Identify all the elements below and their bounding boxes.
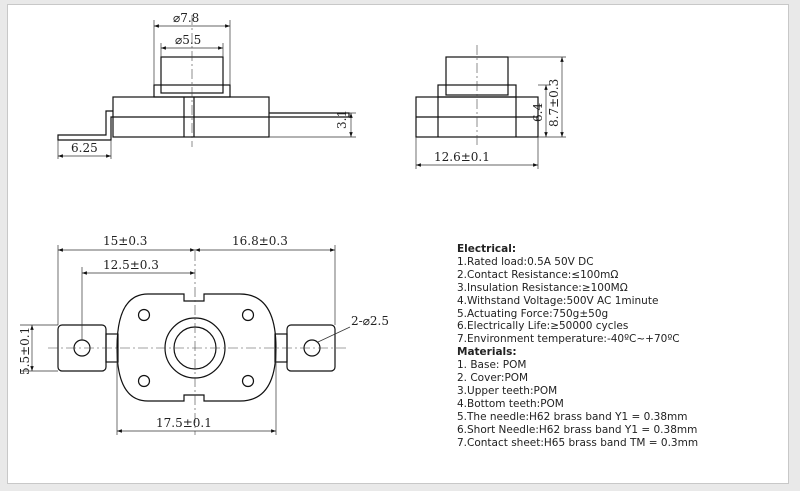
front-view bbox=[57, 15, 350, 147]
material-item: 7.Contact sheet:H65 brass band TM = 0.3m… bbox=[457, 436, 699, 449]
mount-hole-2 bbox=[241, 308, 255, 322]
dim-half-inner: 12.5±0.3 bbox=[103, 258, 159, 272]
electrical-item: 4.Withstand Voltage:500V AC 1minute bbox=[457, 294, 659, 307]
electrical-item: 2.Contact Resistance:≤100mΩ bbox=[457, 268, 619, 281]
dim-inner-dia: ⌀5.5 bbox=[175, 33, 201, 47]
electrical-heading: Electrical: bbox=[457, 243, 517, 255]
dim-base-height: 3.1 bbox=[335, 110, 349, 129]
top-view-dimensions: 15±0.3 16.8±0.3 12.5±0.3 5.5±0.1 17.5±0.… bbox=[18, 234, 389, 435]
material-item: 6.Short Needle:H62 brass band Y1 = 0.38m… bbox=[457, 423, 698, 436]
dim-total-height: 8.7±0.3 bbox=[547, 79, 561, 127]
material-item: 1. Base: POM bbox=[457, 359, 527, 372]
front-view-dimensions: ⌀7.8 ⌀5.5 6.25 3.1 bbox=[57, 11, 356, 159]
electrical-item: 6.Electrically Life:≥50000 cycles bbox=[457, 320, 629, 333]
top-view bbox=[48, 251, 348, 435]
dim-body-height: 6.4 bbox=[531, 103, 545, 122]
dim-lead-length: 6.25 bbox=[71, 141, 98, 155]
side-view-dimensions: 12.6±0.1 6.4 8.7±0.3 bbox=[415, 56, 566, 169]
base-outline bbox=[116, 293, 277, 402]
drawing-sheet: ⌀7.8 ⌀5.5 6.25 3.1 12.6±0.1 6.4 8.7 bbox=[7, 4, 789, 484]
side-view bbox=[415, 45, 539, 147]
technical-drawing: ⌀7.8 ⌀5.5 6.25 3.1 12.6±0.1 6.4 8.7 bbox=[18, 11, 566, 435]
mount-hole-4 bbox=[241, 374, 255, 388]
electrical-item: 5.Actuating Force:750g±50g bbox=[457, 307, 609, 320]
dim-side-width: 12.6±0.1 bbox=[434, 150, 490, 164]
dim-half-left: 15±0.3 bbox=[103, 234, 147, 248]
mount-hole-3 bbox=[137, 374, 151, 388]
mount-hole-1 bbox=[137, 308, 151, 322]
dim-body-width: 17.5±0.1 bbox=[156, 416, 212, 430]
dim-holes: 2-⌀2.5 bbox=[351, 314, 389, 328]
front-right-lead bbox=[269, 112, 350, 118]
specifications-panel: Electrical: 1.Rated load:0.5A 50V DC 2.C… bbox=[457, 243, 698, 450]
dim-tab-width: 5.5±0.1 bbox=[18, 327, 32, 375]
electrical-item: 7.Environment temperature:-40ºC~+70ºC bbox=[457, 333, 680, 346]
material-item: 2. Cover:POM bbox=[457, 372, 529, 385]
front-left-lead bbox=[57, 110, 113, 141]
electrical-item: 1.Rated load:0.5A 50V DC bbox=[457, 255, 594, 268]
material-item: 5.The needle:H62 brass band Y1 = 0.38mm bbox=[457, 410, 688, 423]
dim-outer-dia: ⌀7.8 bbox=[173, 11, 199, 25]
materials-heading: Materials: bbox=[457, 346, 517, 359]
electrical-item: 3.Insulation Resistance:≥100MΩ bbox=[457, 281, 628, 294]
material-item: 4.Bottom teeth:POM bbox=[457, 397, 564, 410]
material-item: 3.Upper teeth:POM bbox=[457, 384, 558, 397]
dim-half-right: 16.8±0.3 bbox=[232, 234, 288, 248]
